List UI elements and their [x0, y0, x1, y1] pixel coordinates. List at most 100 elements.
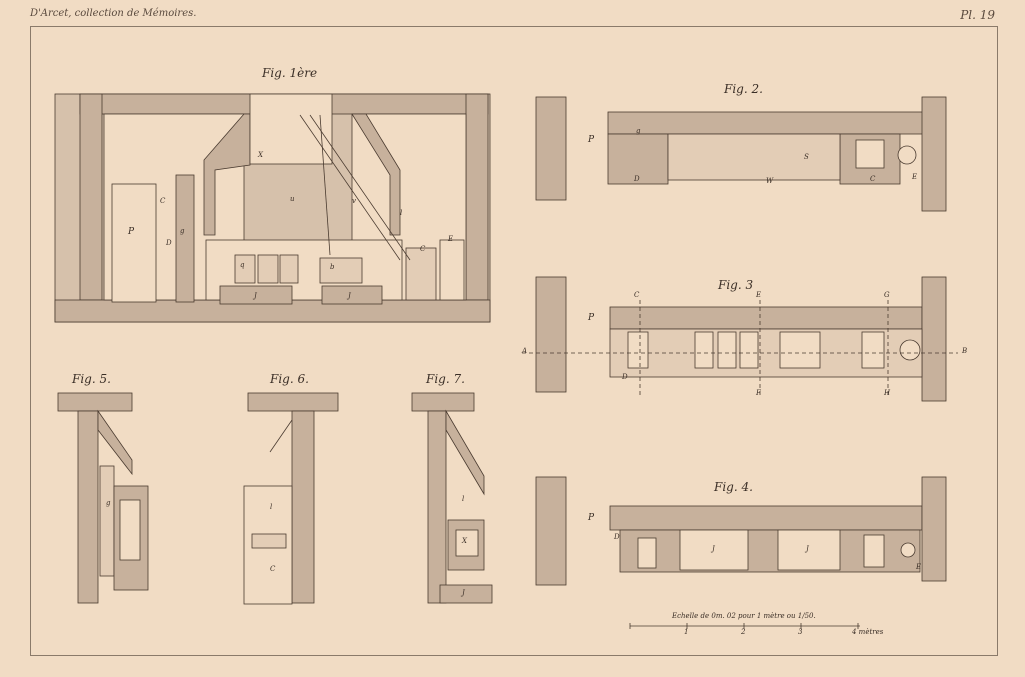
fig1-boiler: [319, 257, 363, 284]
scale-tick-1: 1: [684, 628, 689, 636]
fig4-ash-pit-1: [679, 529, 749, 571]
fig3-label-f: F: [756, 389, 761, 397]
fig2-label-e: E: [912, 173, 918, 181]
fig4-cell-f: [863, 534, 885, 568]
fig2-label-d: D: [634, 175, 640, 183]
plate-number: Pl. 19: [960, 8, 995, 22]
scale-tick-2: 2: [741, 628, 746, 636]
collection-title: D'Arcet, collection de Mémoires.: [30, 8, 197, 19]
fig4-label-j1: J: [712, 545, 715, 553]
fig1-label-x: X: [258, 151, 263, 159]
fig1-pipe-2: [309, 114, 411, 261]
fig1-label-c: C: [160, 197, 166, 205]
fig7-label-x: X: [462, 537, 467, 545]
fig3-label-c: C: [634, 291, 640, 299]
fig1-label-b: b: [330, 263, 335, 271]
fig7-furnace-inner: [455, 529, 479, 557]
fig1-door: [111, 183, 157, 303]
fig5-wall: [77, 410, 99, 604]
fig1-stove-e: [439, 239, 465, 301]
fig7-label-l: l: [462, 495, 465, 503]
fig1-label-q: q: [240, 261, 245, 269]
fig2-label: Fig. 2.: [724, 82, 763, 96]
fig3-cell-3: [739, 331, 759, 369]
fig2-label-g: g: [636, 127, 641, 135]
fig2-label-c: C: [870, 175, 876, 183]
fig5-label: Fig. 5.: [72, 372, 111, 386]
fig1-label-v: v: [352, 197, 356, 205]
fig5-stove-inner: [119, 499, 141, 561]
fig1-pipe-1: [299, 114, 401, 261]
plate-border: [30, 26, 998, 656]
scale-caption: Echelle de 0m. 02 pour 1 mètre ou 1/50.: [672, 612, 816, 620]
scale-bar: [629, 623, 860, 629]
fig7-flue: [445, 409, 485, 496]
fig3-label-d: D: [622, 373, 628, 381]
fig1-label-p: P: [128, 227, 135, 237]
scale-tick-4: 4 mètres: [852, 628, 884, 636]
fig1-label-d: D: [166, 239, 172, 247]
fig2-left-pier: [535, 96, 567, 201]
fig6-hearth: [251, 533, 287, 549]
fig6-top: [247, 392, 339, 412]
fig4-top-wall: [609, 505, 923, 531]
fig1-stove-d: [405, 247, 437, 301]
fig6-wall: [291, 410, 315, 604]
fig4-label-j2: J: [806, 545, 809, 553]
fig5-flue: [97, 409, 133, 476]
fig2-label-p: P: [588, 135, 595, 145]
fig1-drawing: [54, 93, 491, 323]
fig4-right-pier: [921, 476, 947, 582]
fig6-label-l: l: [270, 503, 273, 511]
fig1-label-g: g: [180, 227, 185, 235]
fig1-right-wall: [465, 93, 489, 301]
fig6-drawing: [243, 392, 339, 605]
fig3-cell-1: [694, 331, 714, 369]
fig4-ash-pit-2: [777, 529, 841, 571]
fig4-label-d: D: [614, 533, 620, 541]
fig1-right-flue: [351, 113, 401, 236]
fig1-furnace-1: [234, 254, 256, 284]
fig2-bench: [667, 133, 841, 181]
fig3-cell-k: [779, 331, 821, 369]
fig4-cell-g: [637, 537, 657, 569]
fig6-label: Fig. 6.: [270, 372, 309, 386]
fig3-label-h: H: [884, 389, 891, 397]
fig7-top: [411, 392, 475, 412]
fig3-cell-2: [717, 331, 737, 369]
fig3-label-a: A: [522, 347, 528, 355]
fig3-top-wall: [609, 306, 923, 330]
fig7-ash-pit: [439, 584, 493, 604]
fig2-right-pier: [921, 96, 947, 212]
fig4-label: Fig. 4.: [714, 480, 753, 494]
fig2-label-s: S: [804, 153, 809, 161]
fig7-wall: [427, 410, 447, 604]
fig1-label-c2: C: [420, 245, 426, 253]
fig3-cauldron: [899, 339, 921, 361]
fig1-label-j1: J: [254, 292, 257, 300]
fig6-label-c: C: [270, 565, 276, 573]
fig7-label: Fig. 7.: [426, 372, 465, 386]
fig2-label-w: W: [766, 177, 774, 185]
fig1-ash-pit-1: [219, 285, 293, 305]
fig2-block-d: [607, 133, 669, 185]
fig3-label-p: P: [588, 313, 595, 323]
fig5-drawing: [57, 392, 149, 604]
fig7-label-j: J: [462, 589, 465, 597]
fig1-left-wall: [79, 93, 103, 301]
fig4-cauldron: [900, 542, 916, 558]
fig3-label-g: G: [884, 291, 890, 299]
fig3-label-e: E: [756, 291, 762, 299]
fig3-drawing: [522, 276, 958, 402]
fig3-left-pier: [535, 276, 567, 393]
fig5-label-g: g: [106, 499, 111, 507]
fig2-top-wall: [607, 111, 925, 135]
fig1-column: [175, 174, 195, 303]
fig3-cell-g: [627, 331, 649, 369]
fig1-hood: [249, 93, 333, 165]
fig1-furnace-3: [279, 254, 299, 284]
fig1-furnace-2: [257, 254, 279, 284]
fig1-label-j2: J: [348, 292, 351, 300]
